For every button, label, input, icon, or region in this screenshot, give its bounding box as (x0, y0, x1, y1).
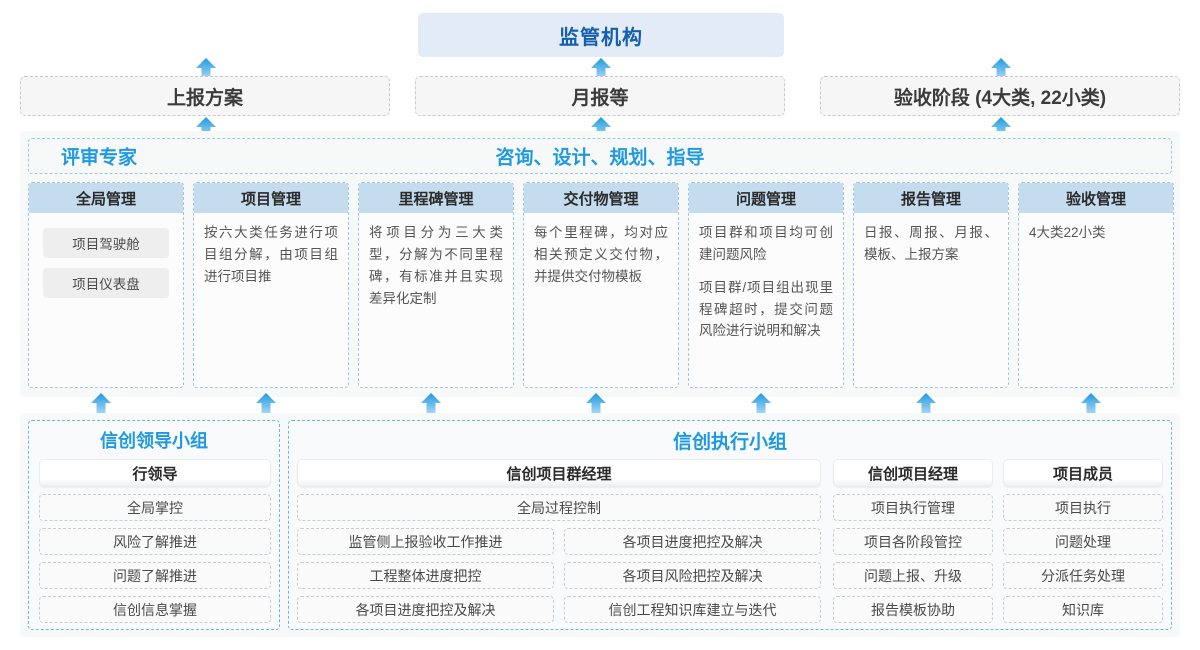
column-description: 项目群/项目组出现里程碑超时，提交问题风险进行说明和解决 (699, 279, 833, 339)
report-box-plan: 上报方案 (20, 76, 390, 116)
role-task-item[interactable]: 全局过程控制 (297, 494, 821, 521)
report-box-monthly: 月报等 (415, 76, 785, 116)
role-task-row: 各项目进度把控及解决 信创工程知识库建立与迭代 (297, 589, 821, 623)
up-arrow-icon (195, 116, 217, 142)
column-title: 里程碑管理 (359, 183, 513, 213)
domain-column-report[interactable]: 报告管理 日报、周报、月报、模板、上报方案 (853, 182, 1009, 388)
column-pill[interactable]: 项目驾驶舱 (43, 228, 169, 258)
column-description: 4大类22小类 (1029, 225, 1106, 240)
column-description: 将项目分为三大类型，分解为不同里程碑，有标准并且实现差异化定制 (369, 225, 503, 306)
role-task-item[interactable]: 风险了解推进 (39, 528, 271, 555)
role-column-project-member: 项目成员 项目执行 问题处理 分派任务处理 知识库 (1003, 459, 1163, 623)
role-task-item[interactable]: 各项目进度把控及解决 (297, 596, 554, 623)
column-description: 项目群和项目均可创建问题风险 (699, 225, 833, 262)
group-title: 信创领导小组 (100, 431, 208, 451)
column-title: 问题管理 (689, 183, 843, 213)
domain-column-acceptance[interactable]: 验收管理 4大类22小类 (1018, 182, 1174, 388)
role-task-item[interactable]: 项目执行管理 (833, 494, 993, 521)
leadership-group: 信创领导小组 行领导 全局掌控 风险了解推进 问题了解推进 信创信息掌握 (28, 420, 280, 630)
column-description: 日报、周报、月报、模板、上报方案 (864, 225, 998, 262)
regulator-box: 监管机构 (418, 13, 784, 57)
bottom-panel: 信创领导小组 行领导 全局掌控 风险了解推进 问题了解推进 信创信息掌握 信创执… (20, 413, 1180, 637)
consulting-label: 咨询、设计、规划、指导 (495, 147, 705, 169)
role-task-item[interactable]: 工程整体进度把控 (297, 562, 554, 589)
role-title: 信创项目经理 (833, 459, 993, 487)
role-task-item[interactable]: 监管侧上报验收工作推进 (297, 528, 554, 555)
domain-column-deliverable[interactable]: 交付物管理 每个里程碑，均对应相关预定义交付物，并提供交付物模板 (523, 182, 679, 388)
column-title: 交付物管理 (524, 183, 678, 213)
role-column-project-manager: 信创项目经理 项目执行管理 项目各阶段管控 问题上报、升级 报告模板协助 (833, 459, 993, 623)
up-arrow-icon (750, 392, 772, 418)
group-title: 信创执行小组 (672, 432, 787, 453)
role-task-row: 监管侧上报验收工作推进 各项目进度把控及解决 (297, 521, 821, 555)
domain-column-project[interactable]: 项目管理 按六大类任务进行项目组分解，由项目组进行项目推 (193, 182, 349, 388)
up-arrow-icon (90, 392, 112, 418)
up-arrow-icon (590, 57, 612, 83)
column-title: 验收管理 (1019, 183, 1173, 213)
role-task-item[interactable]: 问题了解推进 (39, 562, 271, 589)
role-task-item[interactable]: 分派任务处理 (1003, 562, 1163, 589)
up-arrow-icon (585, 392, 607, 418)
role-title: 信创项目群经理 (297, 459, 821, 487)
column-title: 报告管理 (854, 183, 1008, 213)
role-task-item[interactable]: 项目各阶段管控 (833, 528, 993, 555)
up-arrow-icon (420, 392, 442, 418)
up-arrow-icon (915, 392, 937, 418)
column-pill[interactable]: 项目仪表盘 (43, 268, 169, 298)
execution-group: 信创执行小组 信创项目群经理 全局过程控制 监管侧上报验收工作推进 各项目进度把… (288, 420, 1172, 630)
up-arrow-icon (255, 392, 277, 418)
middle-header-band: 评审专家 咨询、设计、规划、指导 (28, 138, 1172, 174)
domain-column-global[interactable]: 全局管理 项目驾驶舱 项目仪表盘 (28, 182, 184, 388)
role-title: 行领导 (39, 459, 271, 487)
up-arrow-icon (990, 116, 1012, 142)
role-task-item[interactable]: 知识库 (1003, 596, 1163, 623)
role-task-item[interactable]: 信创工程知识库建立与迭代 (564, 596, 821, 623)
role-task-item[interactable]: 信创信息掌握 (39, 596, 271, 623)
up-arrow-icon (990, 57, 1012, 83)
column-description: 按六大类任务进行项目组分解，由项目组进行项目推 (204, 225, 338, 284)
up-arrow-icon (195, 57, 217, 83)
middle-panel: 评审专家 咨询、设计、规划、指导 全局管理 项目驾驶舱 项目仪表盘 项目管理 按… (20, 131, 1180, 397)
role-task-item[interactable]: 问题处理 (1003, 528, 1163, 555)
role-task-item[interactable]: 各项目进度把控及解决 (564, 528, 821, 555)
report-box-acceptance: 验收阶段 (4大类, 22小类) (820, 76, 1180, 116)
role-task-item[interactable]: 项目执行 (1003, 494, 1163, 521)
role-column-program-manager: 信创项目群经理 全局过程控制 监管侧上报验收工作推进 各项目进度把控及解决 工程… (297, 459, 821, 623)
role-task-item[interactable]: 报告模板协助 (833, 596, 993, 623)
role-task-item[interactable]: 各项目风险把控及解决 (564, 562, 821, 589)
role-task-row: 工程整体进度把控 各项目风险把控及解决 (297, 555, 821, 589)
role-task-item[interactable]: 全局掌控 (39, 494, 271, 521)
column-description: 每个里程碑，均对应相关预定义交付物，并提供交付物模板 (534, 225, 668, 284)
domain-column-issue[interactable]: 问题管理 项目群和项目均可创建问题风险 项目群/项目组出现里程碑超时，提交问题风… (688, 182, 844, 388)
up-arrow-icon (590, 116, 612, 142)
review-expert-label: 评审专家 (61, 147, 138, 169)
role-column-bank-leader: 行领导 全局掌控 风险了解推进 问题了解推进 信创信息掌握 (39, 459, 271, 623)
domain-column-milestone[interactable]: 里程碑管理 将项目分为三大类型，分解为不同里程碑，有标准并且实现差异化定制 (358, 182, 514, 388)
role-title: 项目成员 (1003, 459, 1163, 487)
column-title: 项目管理 (194, 183, 348, 213)
column-title: 全局管理 (29, 183, 183, 213)
up-arrow-icon (1080, 392, 1102, 418)
role-task-item[interactable]: 问题上报、升级 (833, 562, 993, 589)
